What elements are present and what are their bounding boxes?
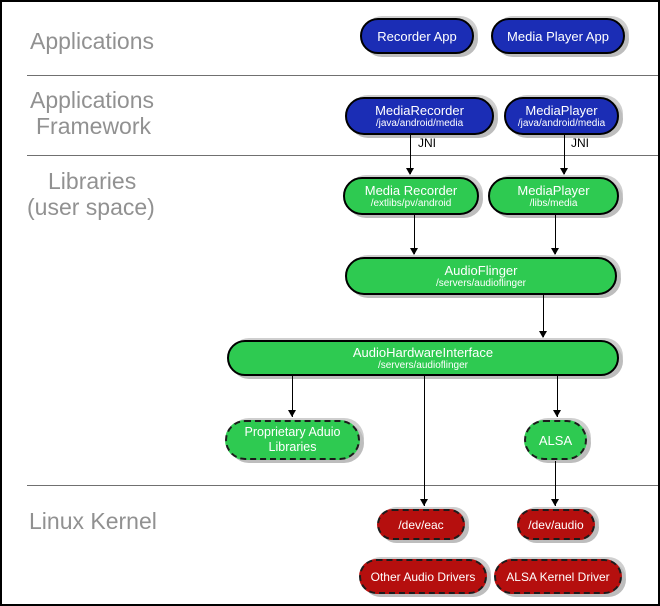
edge-ahi-alsa — [557, 376, 558, 417]
node-subtitle: /java/android/media — [517, 117, 606, 129]
arrow-down-icon — [551, 499, 559, 506]
edge-mediaplayer-jni-line — [564, 135, 565, 174]
node-title: MediaPlayer — [517, 182, 590, 198]
divider-applications-framework — [27, 75, 658, 76]
node-proprietary-audio-libraries: Proprietary Aduio Libraries — [225, 420, 360, 460]
edge-label-jni-left: JNI — [418, 136, 436, 150]
divider-framework-libraries — [27, 155, 658, 156]
node-dev-eac: /dev/eac — [377, 509, 465, 540]
node-mediaplayer-framework: MediaPlayer /java/android/media — [504, 97, 619, 135]
section-label-framework-line1: Applications — [30, 87, 155, 113]
node-subtitle: /servers/audioflinger — [377, 359, 469, 371]
node-title: AudioFlinger — [444, 262, 518, 278]
section-label-libraries-line1: Libraries — [48, 168, 137, 194]
section-label-framework-line2: Framework — [36, 113, 152, 139]
node-title: Proprietary Aduio Libraries — [244, 425, 341, 454]
node-other-audio-drivers: Other Audio Drivers — [359, 559, 487, 594]
node-subtitle: /java/android/media — [375, 117, 464, 129]
arrow-down-icon — [406, 168, 414, 175]
edge-ahi-dev-eac — [424, 376, 425, 506]
edge-ahi-proprietary — [292, 376, 293, 417]
edge-mediarecorder-audioflinger — [414, 215, 415, 254]
node-subtitle: /extlibs/pv/android — [370, 197, 452, 209]
node-title: Recorder App — [377, 28, 457, 44]
node-subtitle: /libs/media — [529, 197, 578, 209]
node-alsa: ALSA — [524, 420, 587, 460]
node-mediaplayer-lib: MediaPlayer /libs/media — [488, 177, 619, 215]
node-title: /dev/eac — [398, 517, 444, 532]
node-title: MediaRecorder — [375, 102, 464, 118]
node-subtitle: /servers/audioflinger — [435, 277, 527, 289]
arrow-down-icon — [539, 331, 547, 338]
node-title: Other Audio Drivers — [370, 569, 476, 584]
section-label-linux-kernel: Linux Kernel — [29, 508, 157, 534]
edge-alsa-dev-audio — [555, 461, 556, 506]
section-label-libraries-line2: (user space) — [27, 194, 155, 220]
edge-label-jni-right: JNI — [571, 136, 589, 150]
node-audiohardwareinterface: AudioHardwareInterface /servers/audiofli… — [227, 340, 619, 376]
divider-libraries-kernel — [27, 485, 658, 486]
arrow-down-icon — [551, 248, 559, 255]
node-media-player-app: Media Player App — [491, 18, 625, 54]
arrow-down-icon — [288, 410, 296, 417]
arrow-down-icon — [560, 168, 568, 175]
node-media-recorder-lib: Media Recorder /extlibs/pv/android — [343, 177, 479, 215]
arrow-down-icon — [410, 248, 418, 255]
node-dev-audio: /dev/audio — [517, 509, 595, 540]
node-title: Media Recorder — [364, 182, 458, 198]
edge-mediarecorder-jni-line — [410, 135, 411, 174]
section-label-applications: Applications — [30, 28, 155, 54]
node-title: /dev/audio — [528, 517, 584, 532]
node-title: ALSA Kernel Driver — [506, 569, 610, 584]
node-recorder-app: Recorder App — [360, 18, 474, 54]
node-title: ALSA — [538, 432, 573, 448]
node-title: Media Player App — [507, 28, 609, 44]
node-audioflinger: AudioFlinger /servers/audioflinger — [345, 257, 617, 295]
arrow-down-icon — [420, 499, 428, 506]
node-alsa-kernel-driver: ALSA Kernel Driver — [494, 559, 622, 594]
node-title: MediaPlayer — [525, 102, 598, 118]
edge-mediaplayer-audioflinger — [555, 215, 556, 254]
arrow-down-icon — [553, 410, 561, 417]
node-title: AudioHardwareInterface — [352, 344, 494, 360]
edge-audioflinger-ahi — [543, 295, 544, 337]
node-mediarecorder-framework: MediaRecorder /java/android/media — [345, 97, 494, 135]
